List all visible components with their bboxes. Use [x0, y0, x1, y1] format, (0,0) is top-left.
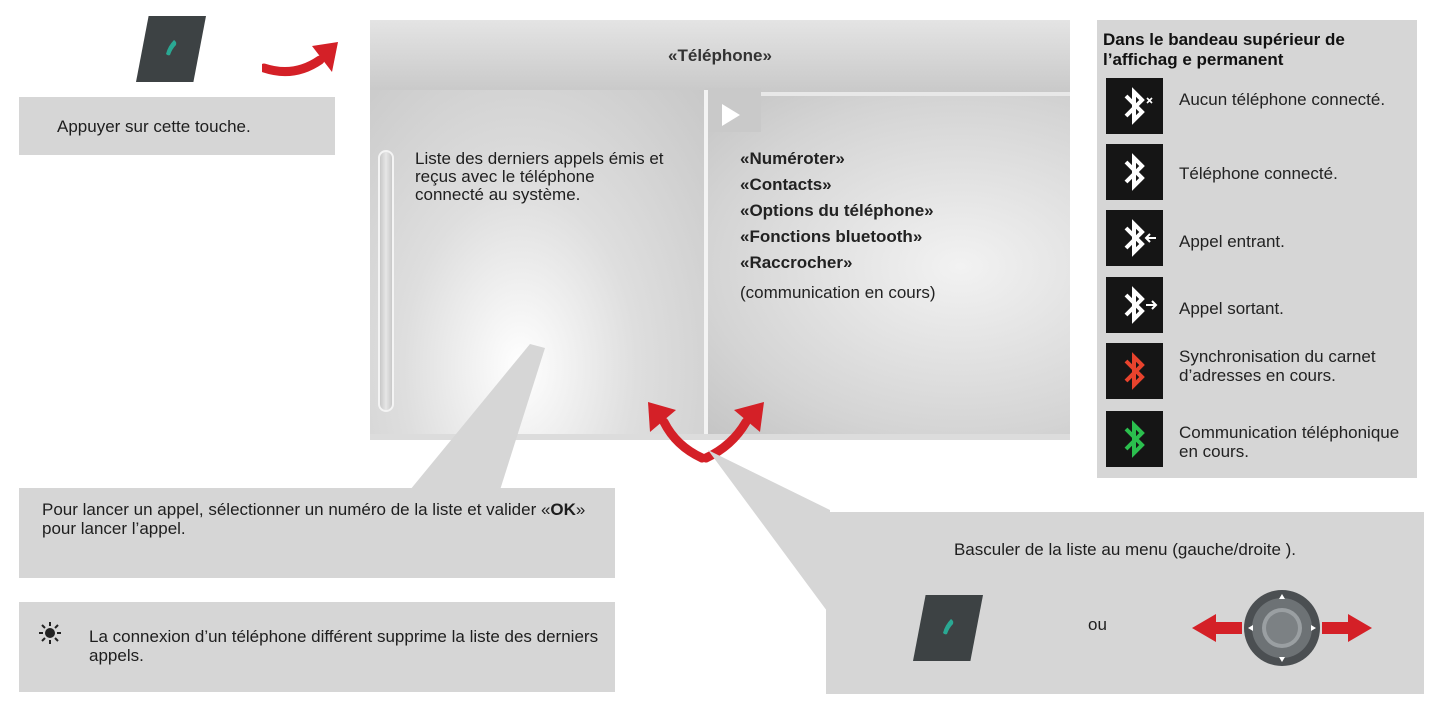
status-item-label: Aucun téléphone connecté.	[1179, 90, 1386, 109]
ok-label: OK	[550, 500, 576, 519]
status-item-label: Synchronisation du carnet d’adresses en …	[1179, 347, 1376, 385]
play-icon	[722, 104, 740, 126]
screen-title: «Téléphone»	[668, 46, 772, 65]
bluetooth-sync-icon	[1106, 343, 1163, 399]
or-label: ou	[1088, 615, 1107, 634]
tip-box: La connexion d’un téléphone différent su…	[19, 602, 615, 692]
bluetooth-call-active-icon	[1106, 411, 1163, 467]
call-instruction-part2: » pour lancer l’appel.	[42, 500, 586, 538]
call-instruction-text: Pour lancer un appel, sélectionner un nu…	[42, 500, 602, 538]
call-list-panel[interactable]	[370, 90, 708, 436]
top-instruction-text: Appuyer sur cette touche.	[57, 117, 251, 136]
screen-bottom-bar	[370, 434, 1070, 440]
curved-arrow-icon	[262, 42, 338, 77]
bluetooth-incoming-call-icon	[1106, 210, 1163, 266]
tip-text: La connexion d’un téléphone différent su…	[89, 627, 599, 665]
status-item-label: Communication téléphonique en cours.	[1179, 423, 1400, 461]
lightbulb-icon	[39, 622, 61, 644]
screen-header	[370, 20, 1070, 92]
status-item-label: Appel sortant.	[1179, 299, 1284, 318]
rotary-knob-icon	[1192, 590, 1372, 666]
status-item-label: Appel entrant.	[1179, 232, 1285, 251]
swap-arrows-icon	[648, 402, 764, 463]
phone-key-icon-small	[913, 595, 983, 661]
bluetooth-connected-icon	[1106, 144, 1163, 200]
status-item-label: Téléphone connecté.	[1179, 164, 1338, 183]
bluetooth-outgoing-call-icon	[1106, 277, 1163, 333]
menu-item-numeroter[interactable]: «Numéroter»	[740, 149, 845, 168]
toggle-instruction-text: Basculer de la liste au menu (gauche/dro…	[953, 540, 1297, 559]
menu-item-bluetooth[interactable]: «Fonctions bluetooth»	[740, 227, 923, 246]
phone-key-icon	[136, 16, 206, 82]
call-instruction-part1: Pour lancer un appel, sélectionner un nu…	[42, 500, 551, 519]
menu-item-note: (communication en cours)	[740, 283, 936, 302]
menu-item-raccrocher[interactable]: «Raccrocher»	[740, 253, 853, 272]
menu-item-options[interactable]: «Options du téléphone»	[740, 201, 934, 220]
callout-pointer-right	[708, 450, 830, 615]
list-scrollbar[interactable]	[378, 150, 394, 412]
menu-item-contacts[interactable]: «Contacts»	[740, 175, 832, 194]
top-instruction-box: Appuyer sur cette touche.	[19, 97, 335, 155]
menu-panel	[705, 92, 1070, 437]
call-instruction-box: Pour lancer un appel, sélectionner un nu…	[19, 488, 615, 578]
call-list-description: Liste des derniers appels émis et reçus …	[415, 149, 664, 204]
status-panel-heading: Dans le bandeau supérieur de l’affichag …	[1103, 30, 1345, 69]
bluetooth-disconnected-icon	[1106, 78, 1163, 134]
callout-pointer-left	[410, 344, 545, 490]
